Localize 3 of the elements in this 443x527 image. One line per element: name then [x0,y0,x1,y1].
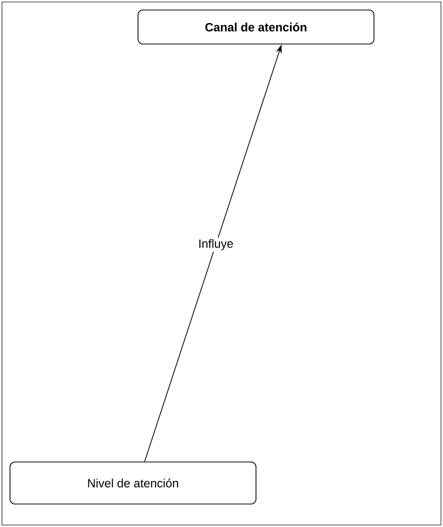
rounded-box: Nivel de atención [10,462,256,504]
rounded-box: Canal de atención [138,10,374,44]
edge-label: Influye [196,238,235,252]
